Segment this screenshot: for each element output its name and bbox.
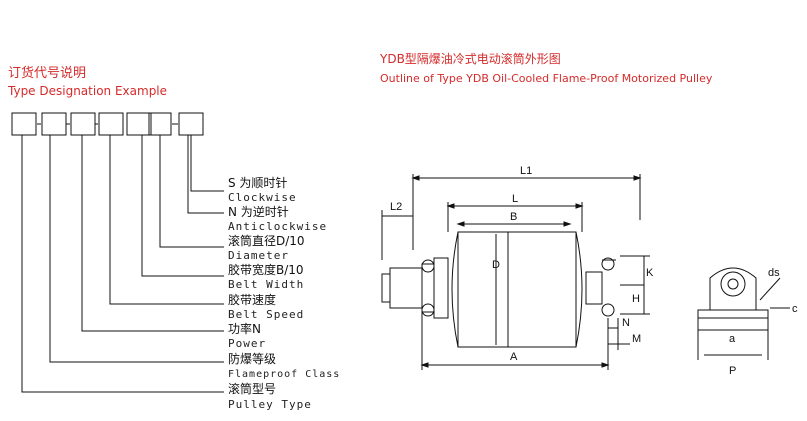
dim-B: B [510, 211, 517, 223]
label-flameproof-cn: 防爆等级 [228, 352, 277, 366]
label-power-cn: 功率N [228, 322, 261, 336]
label-flameproof-en: Flameproof Class [228, 369, 341, 380]
code-box-4 [98, 112, 124, 136]
label-pulley-type-en: Pulley Type [228, 398, 312, 411]
label-belt-speed-en: Belt Speed [228, 308, 305, 321]
code-box-7 [178, 112, 204, 136]
pulley-outline-drawing: L1 L2 L B D K H N M A ds a P c [381, 165, 798, 377]
dim-L1: L1 [520, 165, 532, 177]
designation-title-cn: 订货代号说明 [8, 66, 87, 81]
code-box-3 [70, 112, 96, 136]
outline-title-cn: YDB型隔爆油冷式电动滚筒外形图 [380, 52, 561, 66]
dim-P: P [729, 365, 736, 377]
dim-ds: ds [768, 267, 780, 279]
code-box-1 [11, 112, 37, 136]
label-belt-speed-cn: 胶带速度 [228, 293, 277, 307]
dim-N: N [622, 317, 630, 329]
label-power-en: Power [228, 337, 267, 350]
label-anticlockwise-cn: N 为逆时针 [228, 205, 289, 219]
label-belt-width-en: Belt Width [228, 278, 305, 291]
label-clockwise-en: Clockwise [228, 191, 297, 204]
code-box-5 [126, 112, 152, 136]
outline-title-en: Outline of Type YDB Oil-Cooled Flame-Pro… [380, 72, 713, 85]
dim-L2: L2 [390, 201, 402, 213]
designation-title-en: Type Designation Example [8, 84, 168, 98]
label-belt-width-cn: 胶带宽度B/10 [228, 263, 304, 277]
label-clockwise-cn: S 为顺时针 [228, 176, 288, 190]
label-diameter-en: Diameter [228, 249, 289, 262]
dim-L: L [512, 193, 518, 205]
dim-M: M [632, 333, 641, 345]
dim-A: A [510, 351, 518, 363]
code-box-2 [41, 112, 67, 136]
dim-a: a [729, 333, 736, 345]
label-pulley-type-cn: 滚筒型号 [228, 382, 277, 396]
label-anticlockwise-en: Anticlockwise [228, 220, 328, 233]
label-diameter-cn: 滚筒直径D/10 [228, 234, 305, 248]
dim-K: K [646, 267, 654, 279]
dim-c: c [792, 303, 798, 315]
code-box-6 [148, 112, 172, 136]
dim-D: D [492, 259, 500, 271]
dim-H: H [632, 293, 640, 305]
